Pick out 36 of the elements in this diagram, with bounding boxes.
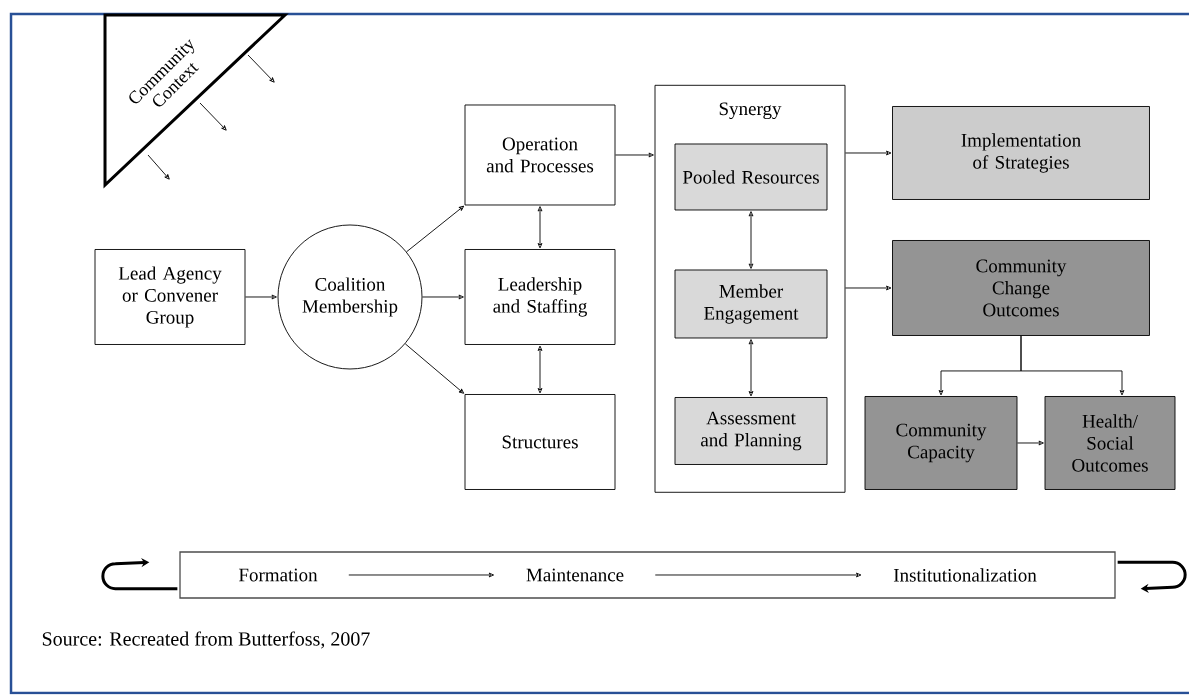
arrow (748, 339, 754, 397)
process-box: Leadership and Staffing (464, 249, 616, 345)
outcome-box: Implementation of Strategies (892, 106, 1150, 200)
arrow (654, 572, 862, 578)
process-box: Pooled Resources (674, 143, 828, 211)
stage-label: Formation (239, 568, 318, 582)
arrow (1117, 560, 1187, 593)
arrow (748, 211, 754, 269)
source-note: Source: Recreated from Butterfoss, 2007 (42, 631, 370, 649)
arrow (406, 205, 465, 253)
arrow (348, 572, 495, 578)
arrow (1017, 440, 1044, 446)
arrow (537, 206, 543, 249)
process-box: Structures (464, 394, 616, 490)
process-box: Assessment and Planning (674, 397, 828, 465)
stage-bar (179, 551, 1116, 599)
arrow (404, 343, 465, 394)
outcome-box: Health/ Social Outcomes (1044, 396, 1176, 490)
arrow (199, 102, 227, 131)
process-box: Member Engagement (674, 269, 828, 339)
arrow (101, 558, 178, 591)
arrow (147, 154, 170, 180)
arrow (615, 152, 654, 158)
stage-label: Maintenance (526, 568, 624, 582)
process-box: Operation and Processes (464, 104, 616, 206)
arrow (845, 285, 892, 291)
arrow (422, 294, 464, 300)
process-box: Lead Agency or Convener Group (94, 249, 246, 345)
arrow (537, 345, 543, 394)
stage-label: Institutionalization (893, 568, 1037, 582)
outcome-box: Community Change Outcomes (892, 240, 1150, 336)
arrow (245, 294, 277, 300)
arrow (845, 150, 892, 156)
arrow (247, 54, 275, 83)
arrow (1020, 335, 1125, 396)
outcome-box: Community Capacity (864, 396, 1018, 490)
